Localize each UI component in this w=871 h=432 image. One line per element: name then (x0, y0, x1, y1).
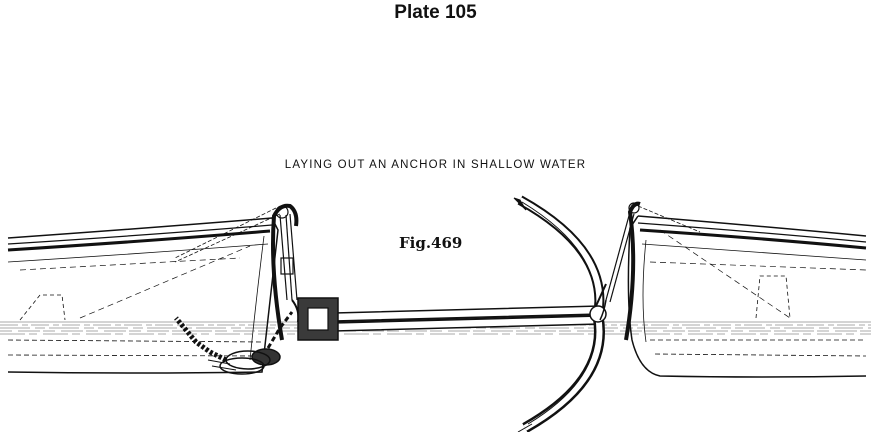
figure-caption: LAYING OUT AN ANCHOR IN SHALLOW WATER (284, 159, 587, 171)
anchor-stock (333, 305, 601, 332)
stock-square-block (297, 297, 339, 341)
plate-title: Plate 105 (394, 2, 477, 23)
right-boat (627, 215, 867, 378)
right-davit (599, 201, 701, 341)
rope-coil (174, 311, 294, 375)
left-boat (7, 217, 279, 374)
anchor-arms (513, 195, 607, 432)
figure-label: Fig.469 (399, 234, 463, 252)
left-davit (174, 203, 300, 341)
